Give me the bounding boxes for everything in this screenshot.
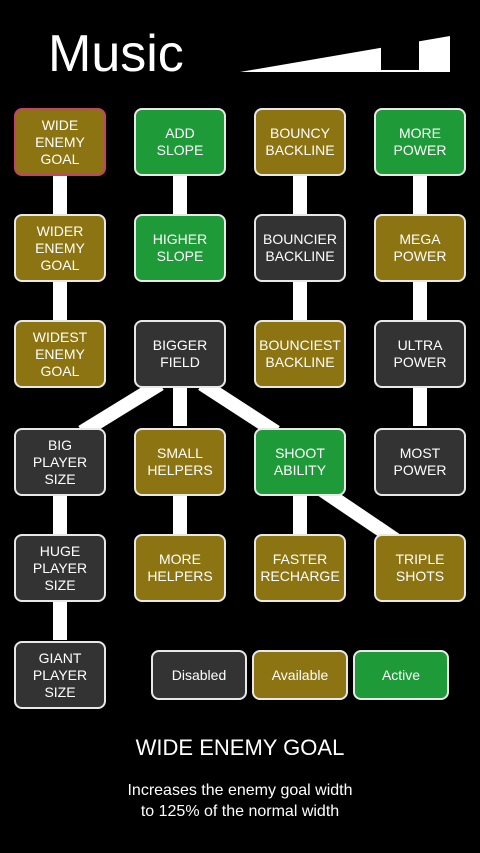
node-label: SIZE: [44, 683, 76, 700]
node-label: POWER: [393, 354, 447, 370]
node-label: BOUNCIEST: [259, 337, 341, 353]
node-label: BACKLINE: [265, 354, 335, 370]
node-label: GOAL: [40, 362, 80, 379]
selected-upgrade-title: WIDE ENEMY GOAL: [135, 735, 345, 760]
node-label: HIGHER: [152, 231, 208, 247]
tree-connections: [53, 176, 427, 640]
node-label: WIDE: [41, 116, 79, 133]
node-label: ABILITY: [273, 462, 327, 478]
legend-available: Available: [252, 650, 348, 700]
node-label: POWER: [393, 248, 447, 264]
music-title: Music: [48, 25, 184, 83]
node-label: SMALL: [157, 445, 203, 461]
legend-label: Disabled: [171, 666, 227, 683]
node-label: GOAL: [40, 256, 80, 273]
node-label: ENEMY: [35, 239, 85, 256]
node-label: HELPERS: [147, 462, 213, 478]
node-label: ADD: [165, 125, 195, 141]
node-label: SHOOT: [275, 445, 325, 461]
link-field-shoot: [198, 378, 280, 438]
node-label: TRIPLE: [395, 551, 445, 567]
node-label: POWER: [393, 462, 447, 478]
node-label: GIANT: [38, 649, 82, 666]
node-label: MORE: [158, 551, 201, 567]
node-label: GOAL: [40, 150, 80, 167]
node-label: FASTER: [272, 551, 328, 567]
legend-active: Active: [353, 650, 449, 700]
node-label: ENEMY: [35, 133, 85, 150]
node-label: PLAYER: [32, 666, 88, 683]
node-label: BOUNCIER: [263, 231, 337, 247]
node-label: ULTRA: [397, 337, 443, 353]
node-label: BIGGER: [152, 337, 208, 353]
legend-label: Available: [271, 666, 329, 683]
description-line: Increases the enemy goal width: [127, 782, 353, 799]
node-label: SHOTS: [395, 568, 445, 584]
node-label: ENEMY: [35, 345, 85, 362]
selected-upgrade-description: Increases the enemy goal width to 125% o…: [40, 780, 440, 822]
volume-knob[interactable]: [381, 39, 419, 70]
node-label: SLOPE: [156, 142, 204, 158]
node-label: BIG: [47, 436, 73, 453]
node-label: MORE: [398, 125, 441, 141]
node-label: HELPERS: [147, 568, 213, 584]
volume-slider[interactable]: [238, 34, 452, 74]
node-label: BACKLINE: [265, 248, 335, 264]
description-line: to 125% of the normal width: [140, 803, 340, 820]
node-label: POWER: [393, 142, 447, 158]
node-label: SIZE: [44, 576, 76, 593]
node-label: MEGA: [399, 231, 441, 247]
link-field-big: [78, 378, 164, 438]
node-label: WIDEST: [32, 328, 88, 345]
node-label: MOST: [399, 445, 441, 461]
node-label: RECHARGE: [260, 568, 340, 584]
legend-disabled: Disabled: [151, 650, 247, 700]
legend-label: Active: [381, 666, 421, 683]
node-label: BOUNCY: [270, 125, 330, 141]
node-label: PLAYER: [32, 559, 88, 576]
node-label: HUGE: [39, 542, 81, 559]
node-label: PLAYER: [32, 453, 88, 470]
node-label: SIZE: [44, 470, 76, 487]
node-label: SLOPE: [156, 248, 204, 264]
node-label: FIELD: [160, 354, 200, 370]
node-label: WIDER: [36, 222, 84, 239]
link-shoot-triple: [318, 484, 400, 546]
node-label: BACKLINE: [265, 142, 335, 158]
